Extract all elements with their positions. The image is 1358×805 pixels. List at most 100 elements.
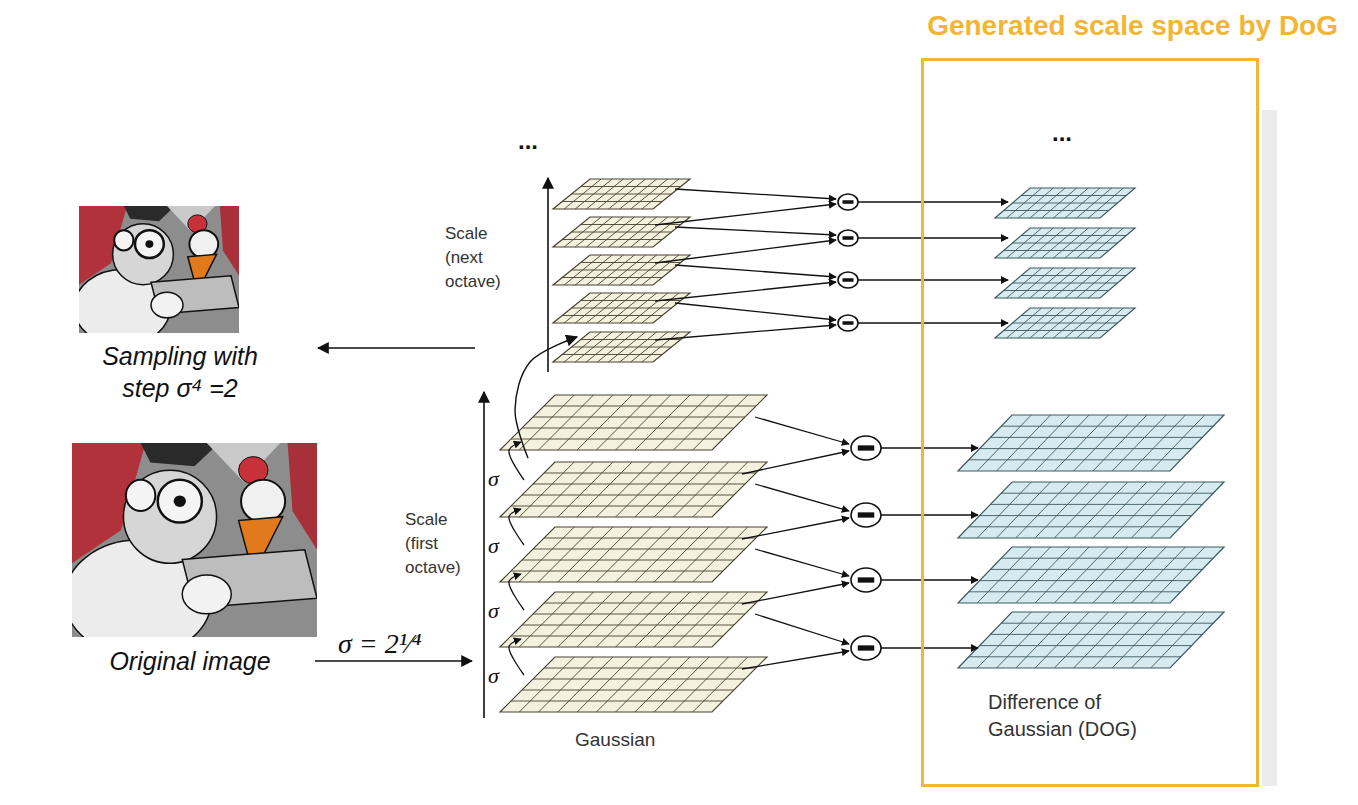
grid-line xyxy=(564,332,601,362)
image-caption: Original image xyxy=(55,645,325,677)
operator-circle xyxy=(838,230,858,246)
minus-operator xyxy=(838,194,858,210)
operator-circle xyxy=(851,503,881,527)
grid-line xyxy=(586,179,623,209)
grid-line xyxy=(969,591,1181,592)
grid-layer xyxy=(958,612,1224,668)
grid-line xyxy=(533,549,745,550)
grid-layer xyxy=(995,308,1135,338)
grid-plane xyxy=(958,415,1224,471)
grid-line xyxy=(1151,547,1205,603)
fist xyxy=(182,575,231,614)
grid-line xyxy=(693,592,748,647)
sigma-step: σ xyxy=(488,597,510,625)
arrow-line xyxy=(755,614,849,644)
grid-line xyxy=(631,217,668,247)
grid-line xyxy=(522,690,734,691)
grid-plane xyxy=(958,482,1224,538)
arrow-line xyxy=(755,549,849,576)
grid-plane xyxy=(958,547,1224,603)
grid-layer xyxy=(500,395,767,450)
minus-bar xyxy=(843,200,854,204)
grid-line xyxy=(586,255,623,285)
minus-bar xyxy=(843,278,854,282)
arrow-line xyxy=(655,204,836,225)
arrow-line xyxy=(858,237,1008,238)
grid-plane xyxy=(553,179,690,209)
grid-line xyxy=(544,473,756,474)
arrow-line xyxy=(315,660,472,662)
grid-layer xyxy=(995,188,1135,218)
grid-line xyxy=(609,255,646,285)
grid-layer xyxy=(553,293,690,323)
grid-line xyxy=(990,437,1202,438)
grid-line xyxy=(980,645,1192,646)
minus-operator xyxy=(851,503,881,527)
grid-line xyxy=(693,395,748,450)
grid-line xyxy=(620,217,657,247)
grid-plane xyxy=(500,395,767,450)
grid-layer xyxy=(553,255,690,285)
grid-line xyxy=(575,217,612,247)
arrow-line xyxy=(881,447,978,448)
grid-line xyxy=(511,506,723,507)
grid-line xyxy=(522,560,734,561)
arrow-line xyxy=(318,347,475,349)
minus-bar xyxy=(858,512,875,517)
grid-line xyxy=(1004,290,1109,291)
grid-line xyxy=(980,448,1192,449)
grid-line xyxy=(1021,315,1126,316)
arrow-line xyxy=(675,189,836,199)
grid-layer xyxy=(553,332,690,362)
grid-line xyxy=(693,462,748,517)
hen-head xyxy=(241,480,285,523)
grid-line xyxy=(562,277,662,278)
arrow-line xyxy=(881,579,978,580)
arrow-line xyxy=(881,514,978,515)
arrow-line xyxy=(509,574,524,610)
minus-operator xyxy=(838,230,858,246)
grid-line xyxy=(533,484,745,485)
grid-layer xyxy=(995,268,1135,298)
grid-layer xyxy=(958,547,1224,603)
grid-layer xyxy=(958,415,1224,471)
frame-caption: Difference of Gaussian (DOG) xyxy=(988,689,1173,743)
grid-line xyxy=(631,293,668,323)
grid-line xyxy=(575,255,612,285)
grid-line xyxy=(631,332,668,362)
grid-line xyxy=(969,459,1181,460)
grid-line xyxy=(575,332,612,362)
grid-line xyxy=(597,332,634,362)
grid-line xyxy=(1088,268,1123,298)
grid-line xyxy=(586,217,623,247)
grid-line xyxy=(533,417,745,418)
grid-line xyxy=(572,194,672,195)
paint-dark xyxy=(124,206,175,221)
grid-line xyxy=(544,538,756,539)
grid-line xyxy=(544,406,756,407)
grid-plane xyxy=(995,228,1135,258)
figure-goggle xyxy=(135,230,164,258)
grid-line xyxy=(1021,275,1126,276)
sigma-step: σ xyxy=(488,465,510,493)
figure-goggle xyxy=(114,230,133,250)
arrow-line xyxy=(509,509,524,545)
grid-line xyxy=(609,293,646,323)
grid-line xyxy=(597,255,634,285)
grid-line xyxy=(642,332,679,362)
grid-line xyxy=(511,636,723,637)
grid-plane xyxy=(958,612,1224,668)
figure-goggle xyxy=(126,480,155,511)
grid-line xyxy=(572,347,672,348)
grid-plane xyxy=(553,217,690,247)
minus-operator xyxy=(838,272,858,288)
picture xyxy=(79,206,239,333)
grid-plane xyxy=(500,592,767,647)
operator-circle xyxy=(851,568,881,592)
arrow-line xyxy=(655,240,836,263)
grid-line xyxy=(564,293,601,323)
arrow-line xyxy=(675,303,836,320)
grid-line xyxy=(1004,330,1109,331)
illustration xyxy=(65,178,1224,718)
